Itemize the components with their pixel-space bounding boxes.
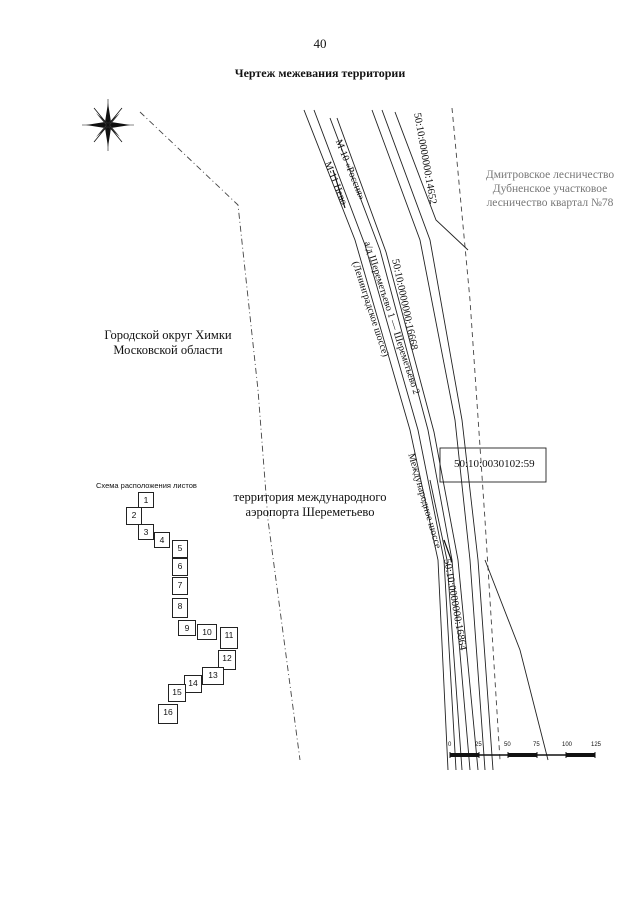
forest-boundary-line (451, 107, 501, 761)
sheet-7: 7 (172, 577, 188, 595)
forestry-label: Дмитровское лесничество Дубненское участ… (480, 168, 620, 210)
airport-label-line1: территория международного (233, 490, 387, 504)
airport-label-line2: аэропорта Шереметьево (245, 505, 375, 519)
sheet-5: 5 (172, 540, 188, 558)
parcel-50-10-0030102-59-outline (439, 447, 547, 483)
sheet-15: 15 (168, 684, 186, 702)
sheet-12: 12 (218, 650, 236, 670)
scale-tick-50: 50 (504, 742, 511, 748)
sheet-2: 2 (126, 507, 142, 525)
road-corridor-lines (303, 109, 549, 771)
forestry-label-line2: Дубненское участковое (492, 183, 608, 195)
sheet-6: 6 (172, 558, 188, 576)
airport-label: территория международного аэропорта Шере… (225, 490, 395, 520)
sheet-1: 1 (138, 492, 154, 508)
sheet-13: 13 (202, 667, 224, 685)
khimki-label-line2: Московской области (113, 343, 223, 357)
drawing-title: Чертеж межевания территории (234, 66, 406, 80)
page-number: 40 (313, 36, 327, 51)
sheet-8: 8 (172, 598, 188, 618)
scale-tick-25: 25 (475, 742, 482, 748)
scale-bar (449, 752, 596, 758)
scale-tick-125: 125 (591, 742, 602, 748)
scale-tick-0: 0 (448, 742, 452, 748)
forestry-label-line1: Дмитровское лесничество (485, 169, 615, 181)
sheet-4: 4 (154, 532, 170, 548)
sheet-9: 9 (178, 620, 196, 636)
sheet-scheme-title: Схема расположения листов (96, 481, 197, 490)
sheet-14: 14 (184, 675, 202, 693)
sheet-3: 3 (138, 524, 154, 540)
sheet-16: 16 (158, 704, 178, 724)
khimki-label-line1: Городской округ Химки (104, 328, 232, 342)
district-boundary-line (139, 111, 301, 761)
scale-tick-75: 75 (533, 742, 540, 748)
compass-rose-icon (82, 99, 134, 151)
khimki-label: Городской округ Химки Московской области (98, 328, 238, 358)
scale-bar-labels: 0 25 50 75 100 125 (444, 742, 614, 752)
forestry-label-line3: лесничество квартал №78 (486, 197, 614, 209)
scale-tick-100: 100 (562, 742, 573, 748)
cadastral-0030102-59: 50:10:0030102:59 (454, 458, 535, 470)
sheet-10: 10 (197, 624, 217, 640)
sheet-11: 11 (220, 627, 238, 649)
